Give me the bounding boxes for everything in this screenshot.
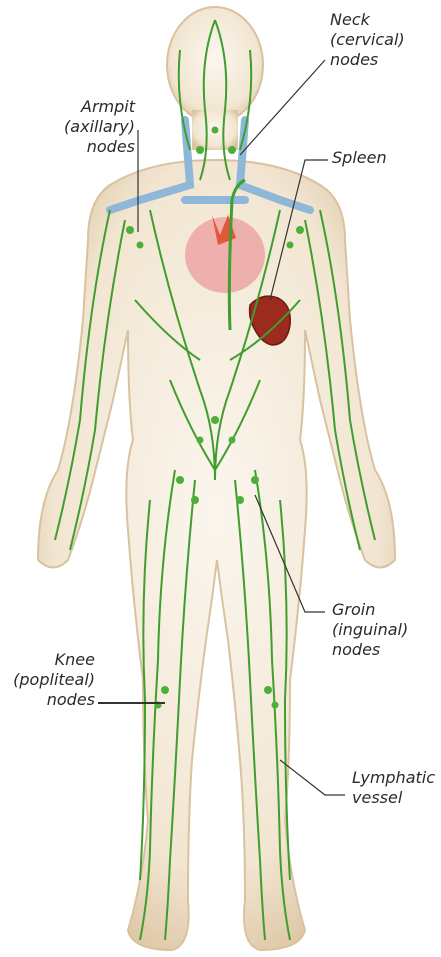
label-line: Groin (332, 600, 408, 620)
label-line: nodes (330, 50, 405, 70)
inguinal-node (176, 476, 184, 484)
cervical-node (228, 146, 236, 154)
abdominal-node (197, 437, 204, 444)
inguinal-node (251, 476, 259, 484)
label-line: Lymphatic (352, 768, 435, 788)
knee-nodes-label: Knee (popliteal) nodes (0, 650, 95, 710)
label-line: (cervical) (330, 30, 405, 50)
cervical-node (212, 127, 219, 134)
label-line: Armpit (40, 97, 135, 117)
groin-nodes-label: Groin (inguinal) nodes (332, 600, 408, 660)
label-line: nodes (332, 640, 408, 660)
label-line: Knee (0, 650, 95, 670)
axillary-node (287, 242, 294, 249)
axillary-node (137, 242, 144, 249)
cervical-node (196, 146, 204, 154)
label-line: (axillary) (40, 117, 135, 137)
abdominal-node (229, 437, 236, 444)
label-line: vessel (352, 788, 435, 808)
inguinal-node (191, 496, 199, 504)
lymphatic-vessel-label: Lymphatic vessel (352, 768, 435, 808)
label-line: Spleen (332, 148, 387, 168)
axillary-node (296, 226, 304, 234)
neck-nodes-label: Neck (cervical) nodes (330, 10, 405, 70)
label-line: nodes (40, 137, 135, 157)
popliteal-node (272, 702, 279, 709)
label-line: (popliteal) (0, 670, 95, 690)
lymphatic-vessels (55, 20, 375, 940)
label-line: Neck (330, 10, 405, 30)
popliteal-node (264, 686, 272, 694)
lymphatic-leader-line (280, 760, 345, 795)
abdominal-node (211, 416, 219, 424)
spleen-label: Spleen (332, 148, 387, 168)
popliteal-node (161, 686, 169, 694)
axillary-node (126, 226, 134, 234)
label-line: (inguinal) (332, 620, 408, 640)
label-line: nodes (0, 690, 95, 710)
inguinal-node (236, 496, 244, 504)
armpit-nodes-label: Armpit (axillary) nodes (40, 97, 135, 157)
